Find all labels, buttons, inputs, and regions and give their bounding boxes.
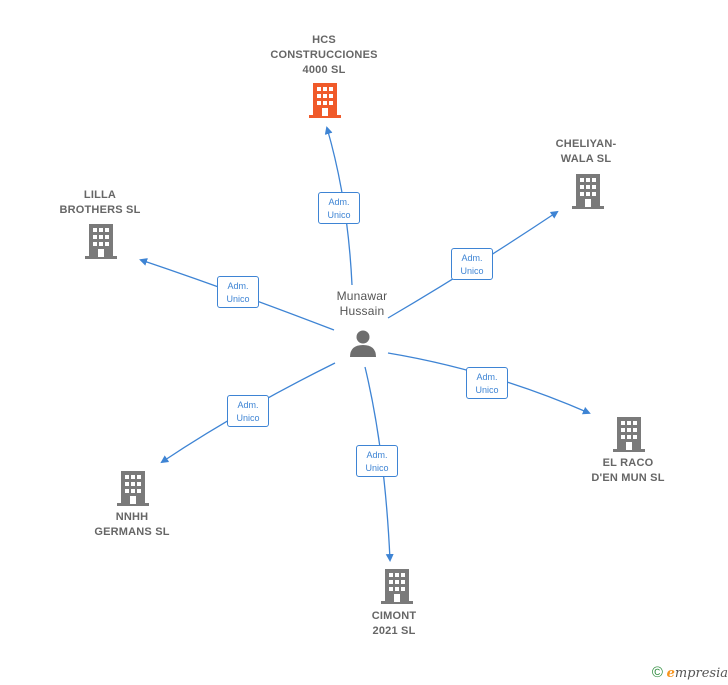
- building-icon-cheliyan[interactable]: [572, 174, 604, 210]
- company-name-lilla[interactable]: LILLA BROTHERS SL: [59, 189, 141, 216]
- relation-badge-hcs: Adm. Unico: [318, 192, 360, 224]
- building-icon-nnhh[interactable]: [117, 471, 149, 507]
- person-name[interactable]: Munawar Hussain: [336, 289, 388, 318]
- relation-badge-lilla: Adm. Unico: [217, 276, 259, 308]
- relation-badge-nnhh: Adm. Unico: [227, 395, 269, 427]
- empresia-logo: empresia: [666, 666, 728, 681]
- building-icon-cimont[interactable]: [381, 569, 413, 605]
- relation-badge-cimont: Adm. Unico: [356, 445, 398, 477]
- building-icon-elraco[interactable]: [613, 417, 645, 453]
- person-icon[interactable]: [348, 328, 378, 358]
- building-icon-hcs[interactable]: [309, 83, 341, 119]
- company-name-cimont[interactable]: CIMONT 2021 SL: [371, 610, 417, 637]
- copyright-notice: © empresia: [652, 664, 728, 681]
- company-name-nnhh[interactable]: NNHH GERMANS SL: [94, 511, 170, 538]
- building-icon-lilla[interactable]: [85, 224, 117, 260]
- company-name-elraco[interactable]: EL RACO D'EN MUN SL: [591, 457, 665, 484]
- company-name-hcs[interactable]: HCS CONSTRUCCIONES 4000 SL: [270, 34, 378, 76]
- relation-badge-elraco: Adm. Unico: [466, 367, 508, 399]
- company-name-cheliyan[interactable]: CHELIYAN- WALA SL: [555, 138, 617, 165]
- copyright-icon: ©: [651, 664, 663, 681]
- relation-badge-cheliyan: Adm. Unico: [451, 248, 493, 280]
